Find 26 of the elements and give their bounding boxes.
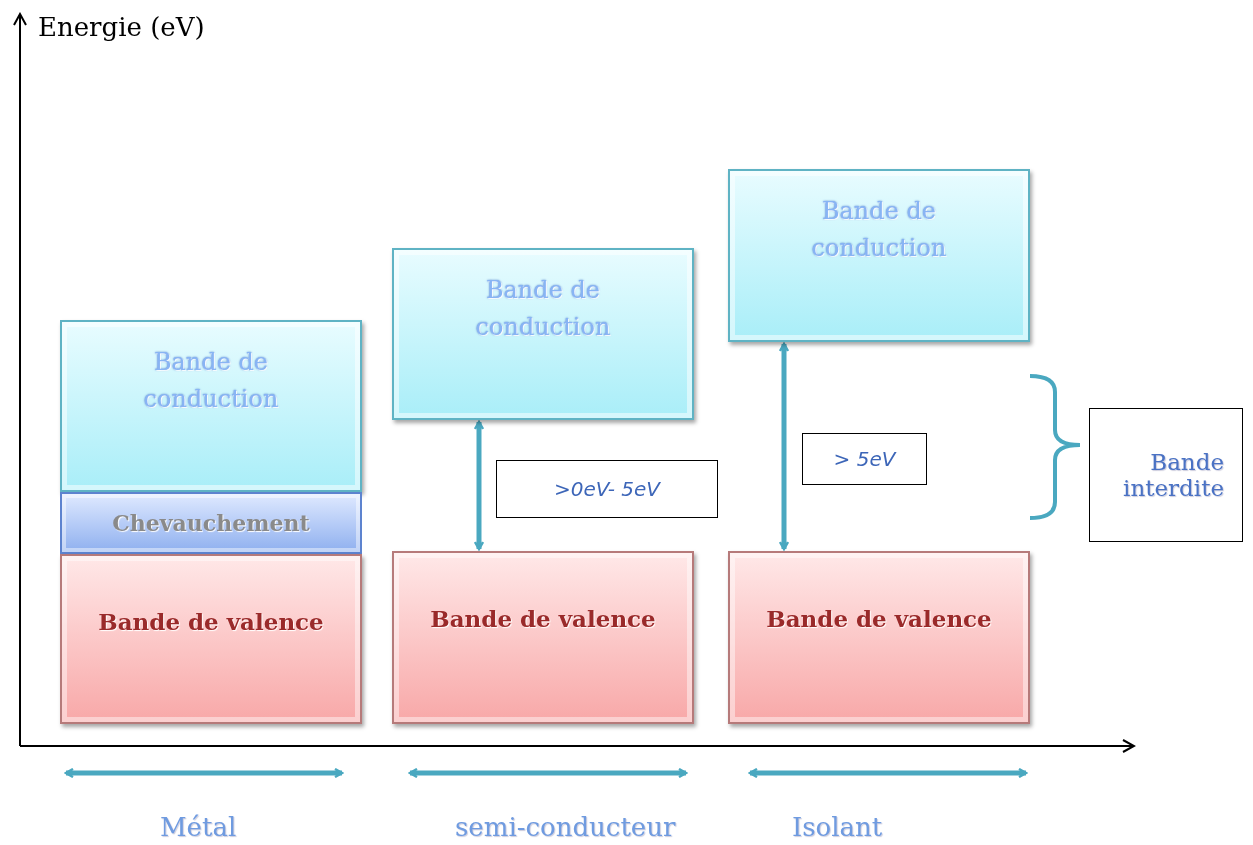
- band-box: [728, 551, 1030, 724]
- axis-label: Energie (eV): [38, 12, 205, 42]
- band-label: Bande de valence: [766, 605, 992, 632]
- gap-value: >0eV- 5eV: [554, 477, 660, 501]
- band-label: Bande de valence: [98, 608, 324, 635]
- band-box: [60, 554, 362, 724]
- band-box: [392, 248, 694, 420]
- note-text: Bande interdite: [1122, 449, 1224, 501]
- band-box: [60, 320, 362, 492]
- band-label: Bande de conduction: [810, 196, 948, 264]
- gap-value-box: [802, 433, 927, 485]
- band-box: [392, 551, 694, 724]
- band-box: [728, 169, 1030, 342]
- double-arrow: [778, 342, 790, 551]
- band-label: Bande de conduction: [142, 347, 280, 415]
- band-label: Chevauchement: [112, 510, 310, 536]
- material-label: Métal: [160, 812, 237, 842]
- note-box: [1089, 408, 1243, 542]
- material-label: Isolant: [792, 812, 883, 842]
- double-arrow: [473, 420, 485, 551]
- gap-value: > 5eV: [833, 447, 896, 471]
- gap-value-box: [496, 460, 718, 518]
- band-label: Bande de valence: [430, 605, 656, 632]
- band-label: Bande de conduction: [474, 275, 612, 343]
- material-label: semi-conducteur: [455, 812, 676, 842]
- overlap-band: [60, 492, 362, 554]
